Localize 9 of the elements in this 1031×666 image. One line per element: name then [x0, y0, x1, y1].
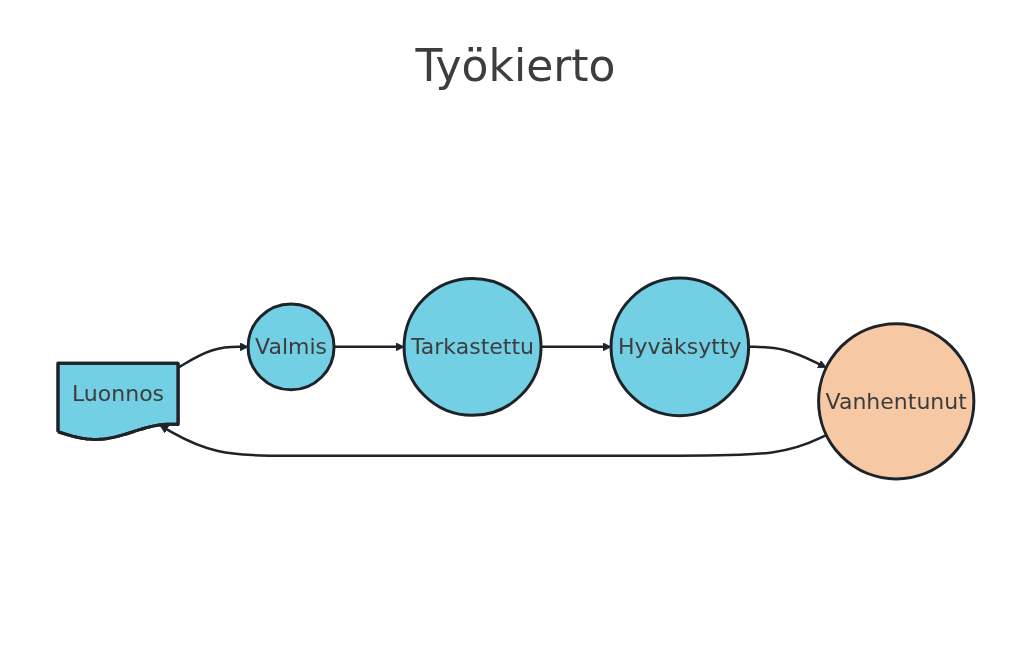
node-circle: Hyväksytty — [609, 276, 750, 418]
node-circle: Tarkastettu — [402, 276, 543, 417]
diagram-title: Työkierto — [415, 40, 616, 91]
arrow — [748, 345, 827, 369]
arrow — [159, 425, 827, 457]
arrow — [540, 342, 611, 352]
arrow — [333, 342, 404, 352]
node-circle: Vanhentunut — [816, 322, 975, 481]
node-circle: Valmis — [246, 302, 336, 392]
